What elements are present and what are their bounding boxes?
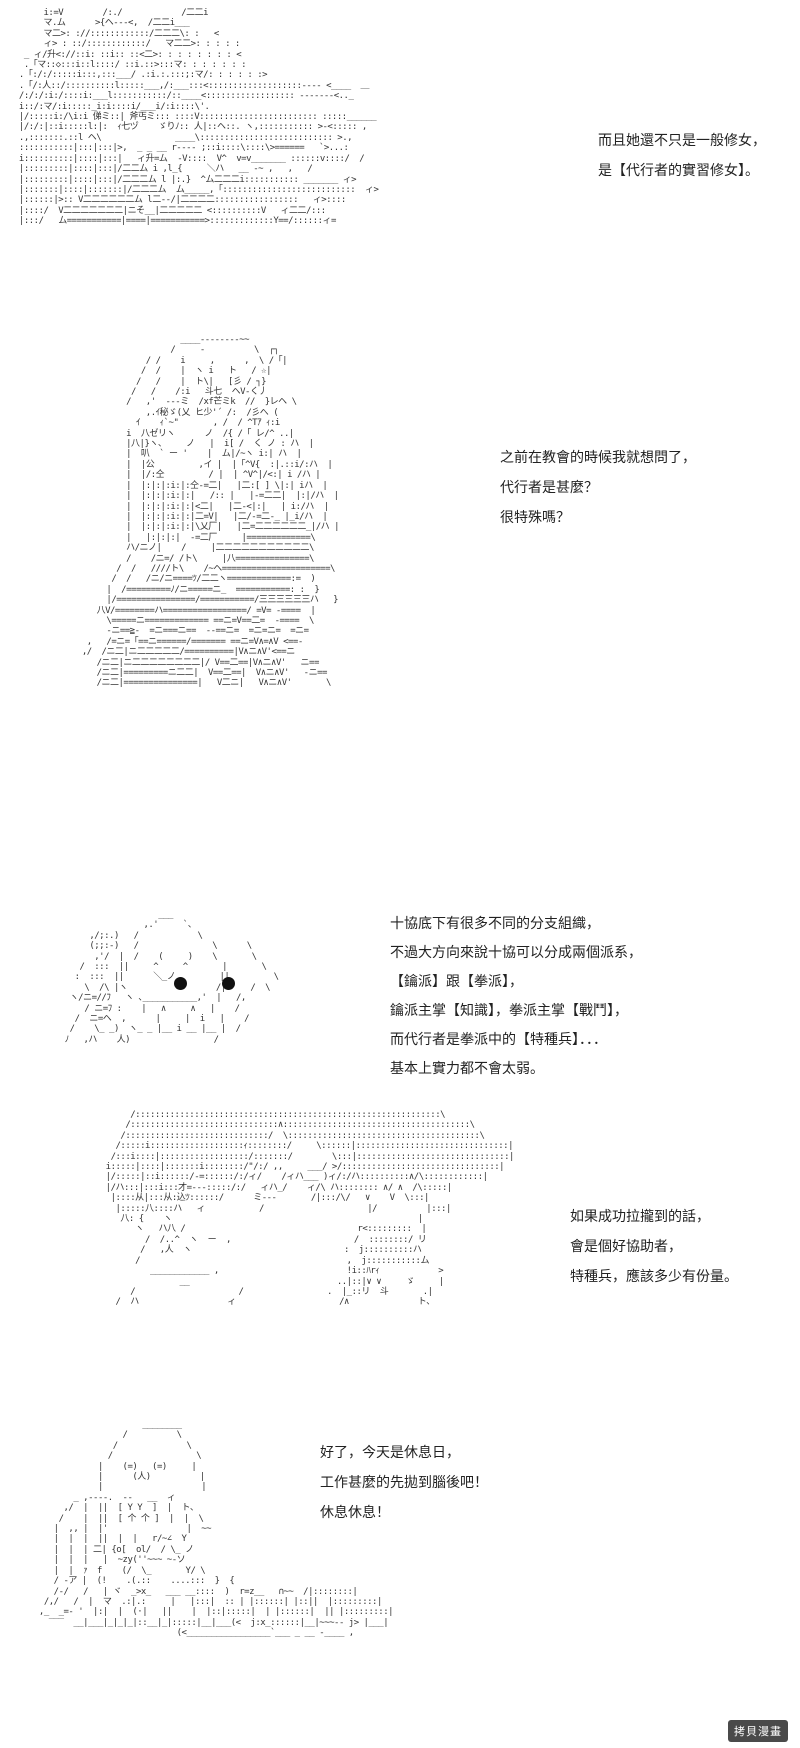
relaxing-character-art: ________ / \ / \ / \ | (=) (=) | | (人) |… [38, 1420, 394, 1639]
dialog-line: 代行者是甚麼？ [500, 480, 598, 496]
dialog-4: 如果成功拉攏到的話， 會是個好協助者， 特種兵，應該多少有份量。 [570, 1202, 738, 1292]
dialog-line: 而代行者是拳派中的【特種兵】．．． [390, 1032, 607, 1048]
panel-3: ___ ,.' `、 ,/;:.) / \ (;;:-) / \ \ ,'/ |… [0, 910, 800, 1100]
dialog-3: 十協底下有很多不同的分支組織， 不過大方向來說十協可以分成兩個派系， 【鑰派】跟… [390, 910, 642, 1084]
hooded-nun-art: ____--------~~ / - \ ┌┐ / / i , , \ /「| … [81, 335, 340, 689]
panel-2: ____--------~~ / - \ ┌┐ / / i , , \ /「| … [0, 335, 800, 865]
dialog-line: 【鑰派】跟【拳派】， [390, 974, 523, 990]
dialog-line: 十協底下有很多不同的分支組織， [390, 916, 600, 932]
dialog-line: 之前在教會的時候我就想問了， [500, 450, 696, 466]
round-face-character-art: ___ ,.' `、 ,/;:.) / \ (;;:-) / \ \ ,'/ |… [64, 910, 279, 1045]
dialog-line: 而且她還不只是一般修女， [598, 133, 766, 149]
dialog-line: 如果成功拉攏到的話， [570, 1209, 710, 1225]
right-eye-icon [222, 977, 235, 990]
left-eye-icon [174, 977, 187, 990]
dialog-line: 休息休息！ [320, 1505, 390, 1521]
dialog-line: 很特殊嗎？ [500, 510, 570, 526]
dialog-2: 之前在教會的時候我就想問了， 代行者是甚麼？ 很特殊嗎？ [500, 443, 696, 533]
dialog-line: 特種兵，應該多少有份量。 [570, 1269, 738, 1285]
watermark-badge: 拷貝漫畫 [728, 1720, 788, 1742]
dialog-1: 而且她還不只是一般修女， 是【代行者的實習修女】。 [598, 126, 766, 186]
dialog-line: 好了，今天是休息日， [320, 1445, 460, 1461]
dialog-line: 是【代行者的實習修女】。 [598, 163, 759, 179]
dialog-line: 鑰派主掌【知識】，拳派主掌【戰鬥】， [390, 1003, 628, 1019]
dialog-line: 不過大方向來說十協可以分成兩個派系， [390, 945, 642, 961]
dialog-line: 基本上實力都不會太弱。 [390, 1061, 544, 1077]
dialog-line: 會是個好協助者， [570, 1239, 682, 1255]
nun-crowd-art: i:=V /:./ /二二i マ.ム >{ヘ---<, /二二i___ マ二>:… [18, 8, 379, 227]
dialog-line: 工作甚麼的先拋到腦後吧！ [320, 1475, 488, 1491]
dialog-5: 好了，今天是休息日， 工作甚麼的先拋到腦後吧！ 休息休息！ [320, 1438, 488, 1528]
table-scene-art: /:::::::::::::::::::::::::::::::::::::::… [105, 1110, 515, 1308]
panel-1: i:=V /:./ /二二i マ.ム >{ヘ---<, /二二i___ マ二>:… [0, 0, 800, 330]
panel-4: /:::::::::::::::::::::::::::::::::::::::… [0, 1110, 800, 1400]
panel-5: ________ / \ / \ / \ | (=) (=) | | (人) |… [0, 1420, 800, 1730]
